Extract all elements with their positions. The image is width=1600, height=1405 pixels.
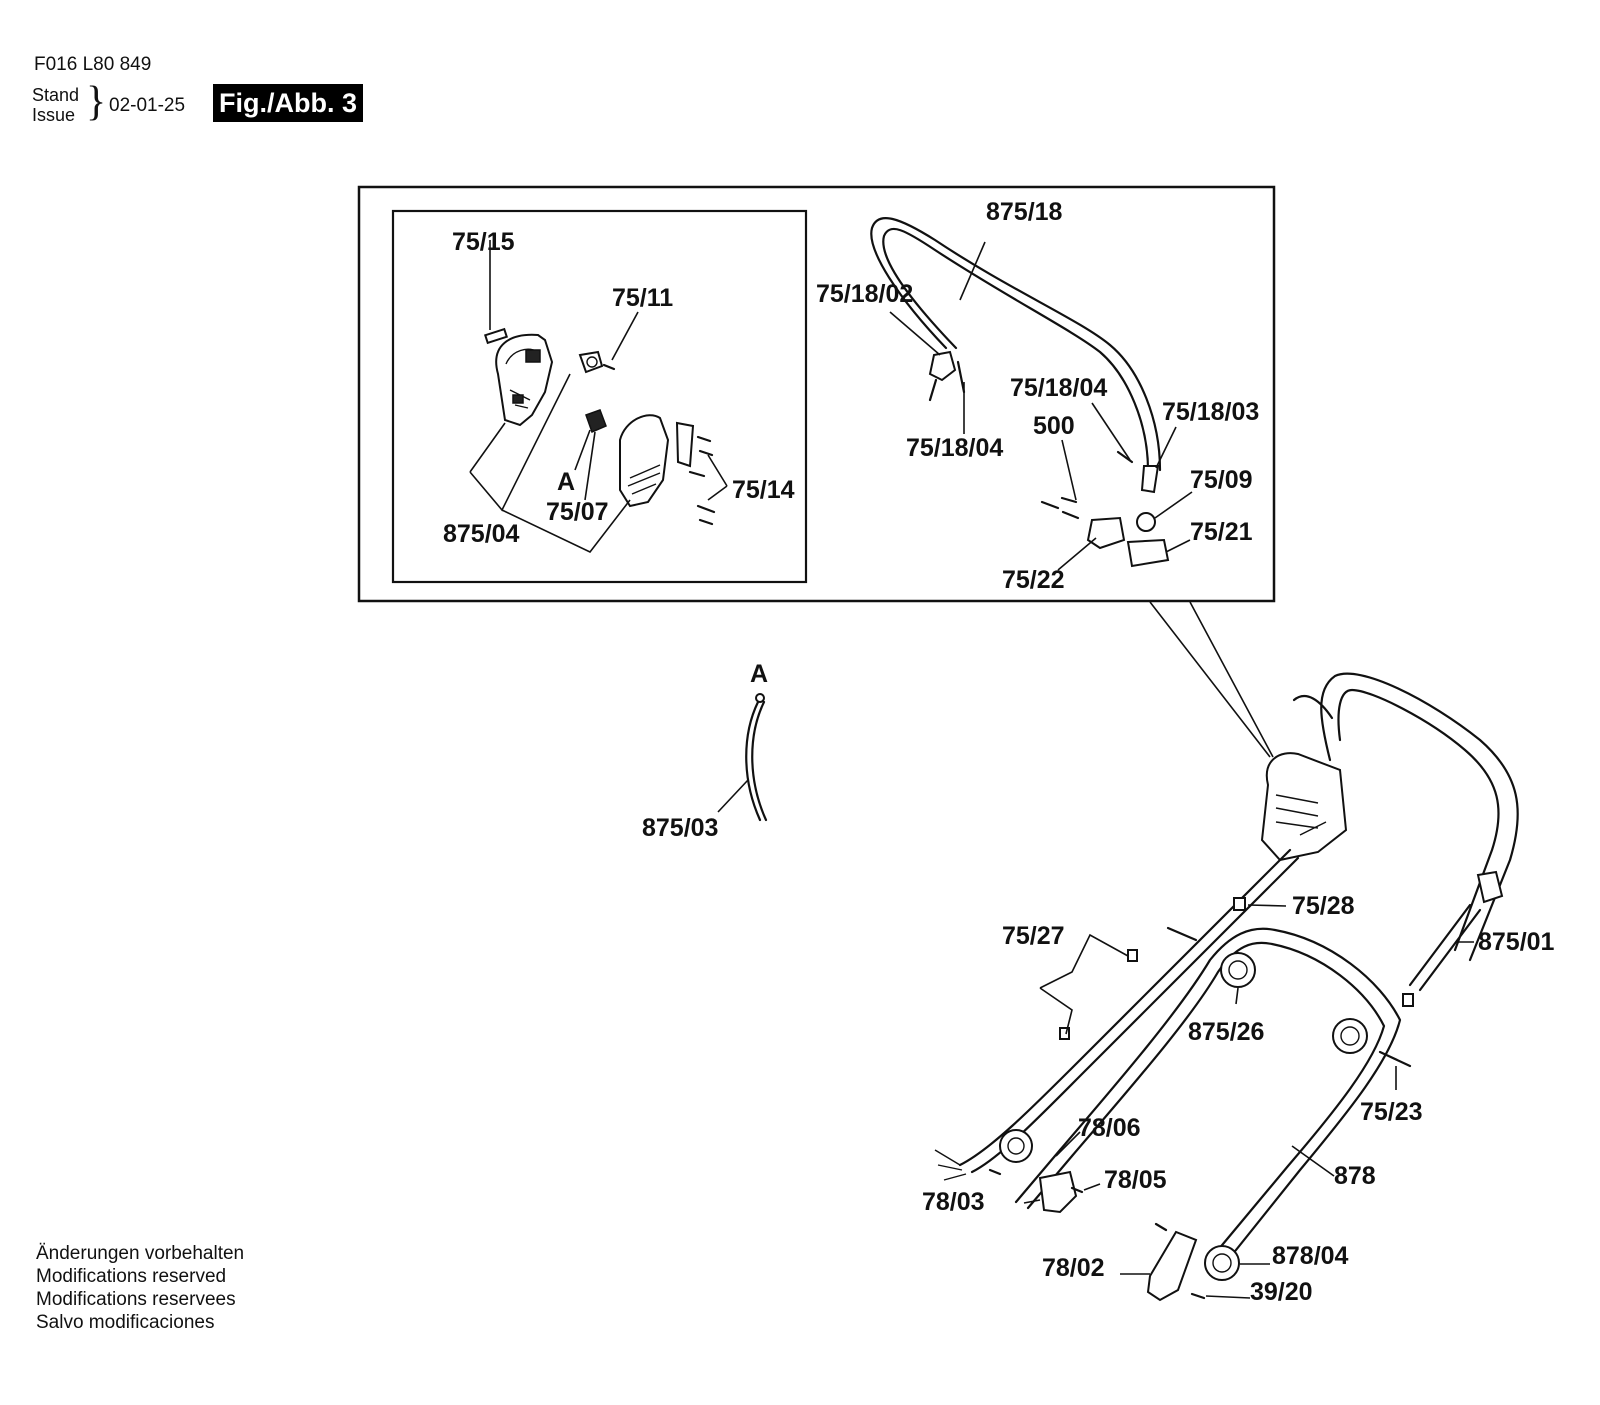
lever-clip-left [928,350,966,402]
label-75-21: 75/21 [1190,518,1253,546]
upper-handle [1292,672,1519,962]
switch-housing-half [495,333,554,427]
leader-875-04 [469,373,631,554]
leader-78-06 [1055,1131,1081,1157]
screws-78-05 [988,1168,1084,1194]
footer-line-de: Änderungen vorbehalten [36,1243,245,1264]
detail-callout-lines [1149,601,1274,758]
leader-39-20 [1205,1295,1251,1299]
knob-875-26-left [1220,952,1256,988]
label-39-20: 39/20 [1250,1278,1313,1306]
label-75-18-02: 75/18/02 [816,280,913,308]
label-875-01: 875/01 [1478,928,1555,956]
label-strip [483,327,509,345]
leader-78-03 [1023,1199,1041,1204]
mounting-plate [675,421,716,526]
screw-75-23 [1378,1050,1412,1068]
leader-75-18-02 [889,311,941,356]
switch-button-assembly [1040,496,1170,568]
stand-label: Stand [32,85,80,105]
footer-line-es: Salvo modificaciones [36,1312,215,1333]
nut-75-27-top [1127,949,1138,962]
switch-box-subframe [391,209,808,584]
leader-75-28 [1247,904,1287,907]
leader-78-05 [1083,1183,1101,1191]
label-75-07: 75/07 [546,498,609,526]
label-75-14: 75/14 [732,476,795,504]
leader-75-22 [1057,537,1097,571]
label-78-03: 78/03 [922,1188,985,1216]
label-875-03: 875/03 [642,814,718,842]
label-878-04: 878/04 [1272,1242,1349,1270]
footer-line-en: Modifications reserved [36,1266,227,1287]
leader-875-18 [959,241,986,301]
issue-date: 02-01-25 [109,95,186,116]
leader-500 [1061,439,1077,501]
leader-878 [1291,1145,1335,1177]
leader-875-03 [717,779,749,813]
leader-75-14 [707,454,728,501]
label-78-06: 78/06 [1078,1114,1141,1142]
switch-insert [578,350,616,374]
screws-39-20 [1154,1222,1206,1300]
label-75-27: 75/27 [1002,922,1065,950]
label-78-05: 78/05 [1104,1166,1167,1194]
nut-75-28 [1233,897,1246,911]
leader-75-27 [1039,933,1129,1035]
bracket-78-03 [1038,1170,1078,1214]
brace-icon: } [86,79,107,125]
label-75-11: 75/11 [612,284,673,312]
leader-875-26 [1235,987,1239,1005]
label-75-09: 75/09 [1190,466,1253,494]
label-a-inset: A [557,468,575,496]
knob-lower-left [999,1129,1033,1163]
upper-handle-tube [1408,903,1482,992]
leader-75-18-03 [1155,426,1177,469]
switch-cover [619,414,670,508]
switch-lever-bar [870,217,1162,472]
nut-75-27-bottom [1059,1027,1070,1040]
leader-75-11 [611,311,639,361]
nut-lower-right [1402,993,1414,1007]
label-500: 500 [1033,412,1075,440]
label-875-04: 875/04 [443,520,520,548]
leader-75-18-04-top [1091,402,1131,461]
issue-label: Issue [32,105,76,125]
detail-frame [357,185,1276,603]
label-75-22: 75/22 [1002,566,1065,594]
knob-875-26-right [1332,1018,1368,1054]
footer-line-fr: Modifications reservees [36,1289,236,1310]
leader-75-21 [1165,539,1191,553]
label-78-02: 78/02 [1042,1254,1105,1282]
leader-75-09 [1154,491,1193,519]
label-75-15: 75/15 [452,228,515,256]
document-number: F016 L80 849 [34,54,152,75]
label-75-18-04-top: 75/18/04 [1010,374,1107,402]
label-878: 878 [1334,1162,1376,1190]
bracket-78-02 [1146,1230,1198,1302]
leader-75-07 [584,431,596,501]
label-75-28: 75/28 [1292,892,1355,920]
label-75-18-04-bottom: 75/18/04 [906,434,1003,462]
switch-housing [1260,752,1348,862]
label-75-18-03: 75/18/03 [1162,398,1259,426]
lever-clip-right [1116,450,1160,494]
label-875-18: 875/18 [986,198,1063,226]
cable-wire-ends [934,1149,967,1181]
cable-a [745,693,768,822]
label-a-cable: A [750,660,768,688]
label-875-26: 875/26 [1188,1018,1264,1046]
lower-handle [1014,927,1402,1272]
screw-75-27-upper [1166,926,1198,942]
handle-clip-right [1476,870,1504,904]
figure-badge: Fig./Abb. 3 [213,84,363,122]
label-75-23: 75/23 [1360,1098,1423,1126]
cable-clamp-a [585,409,607,434]
leader-a-inset [574,429,591,471]
knob-878-04 [1204,1245,1240,1281]
